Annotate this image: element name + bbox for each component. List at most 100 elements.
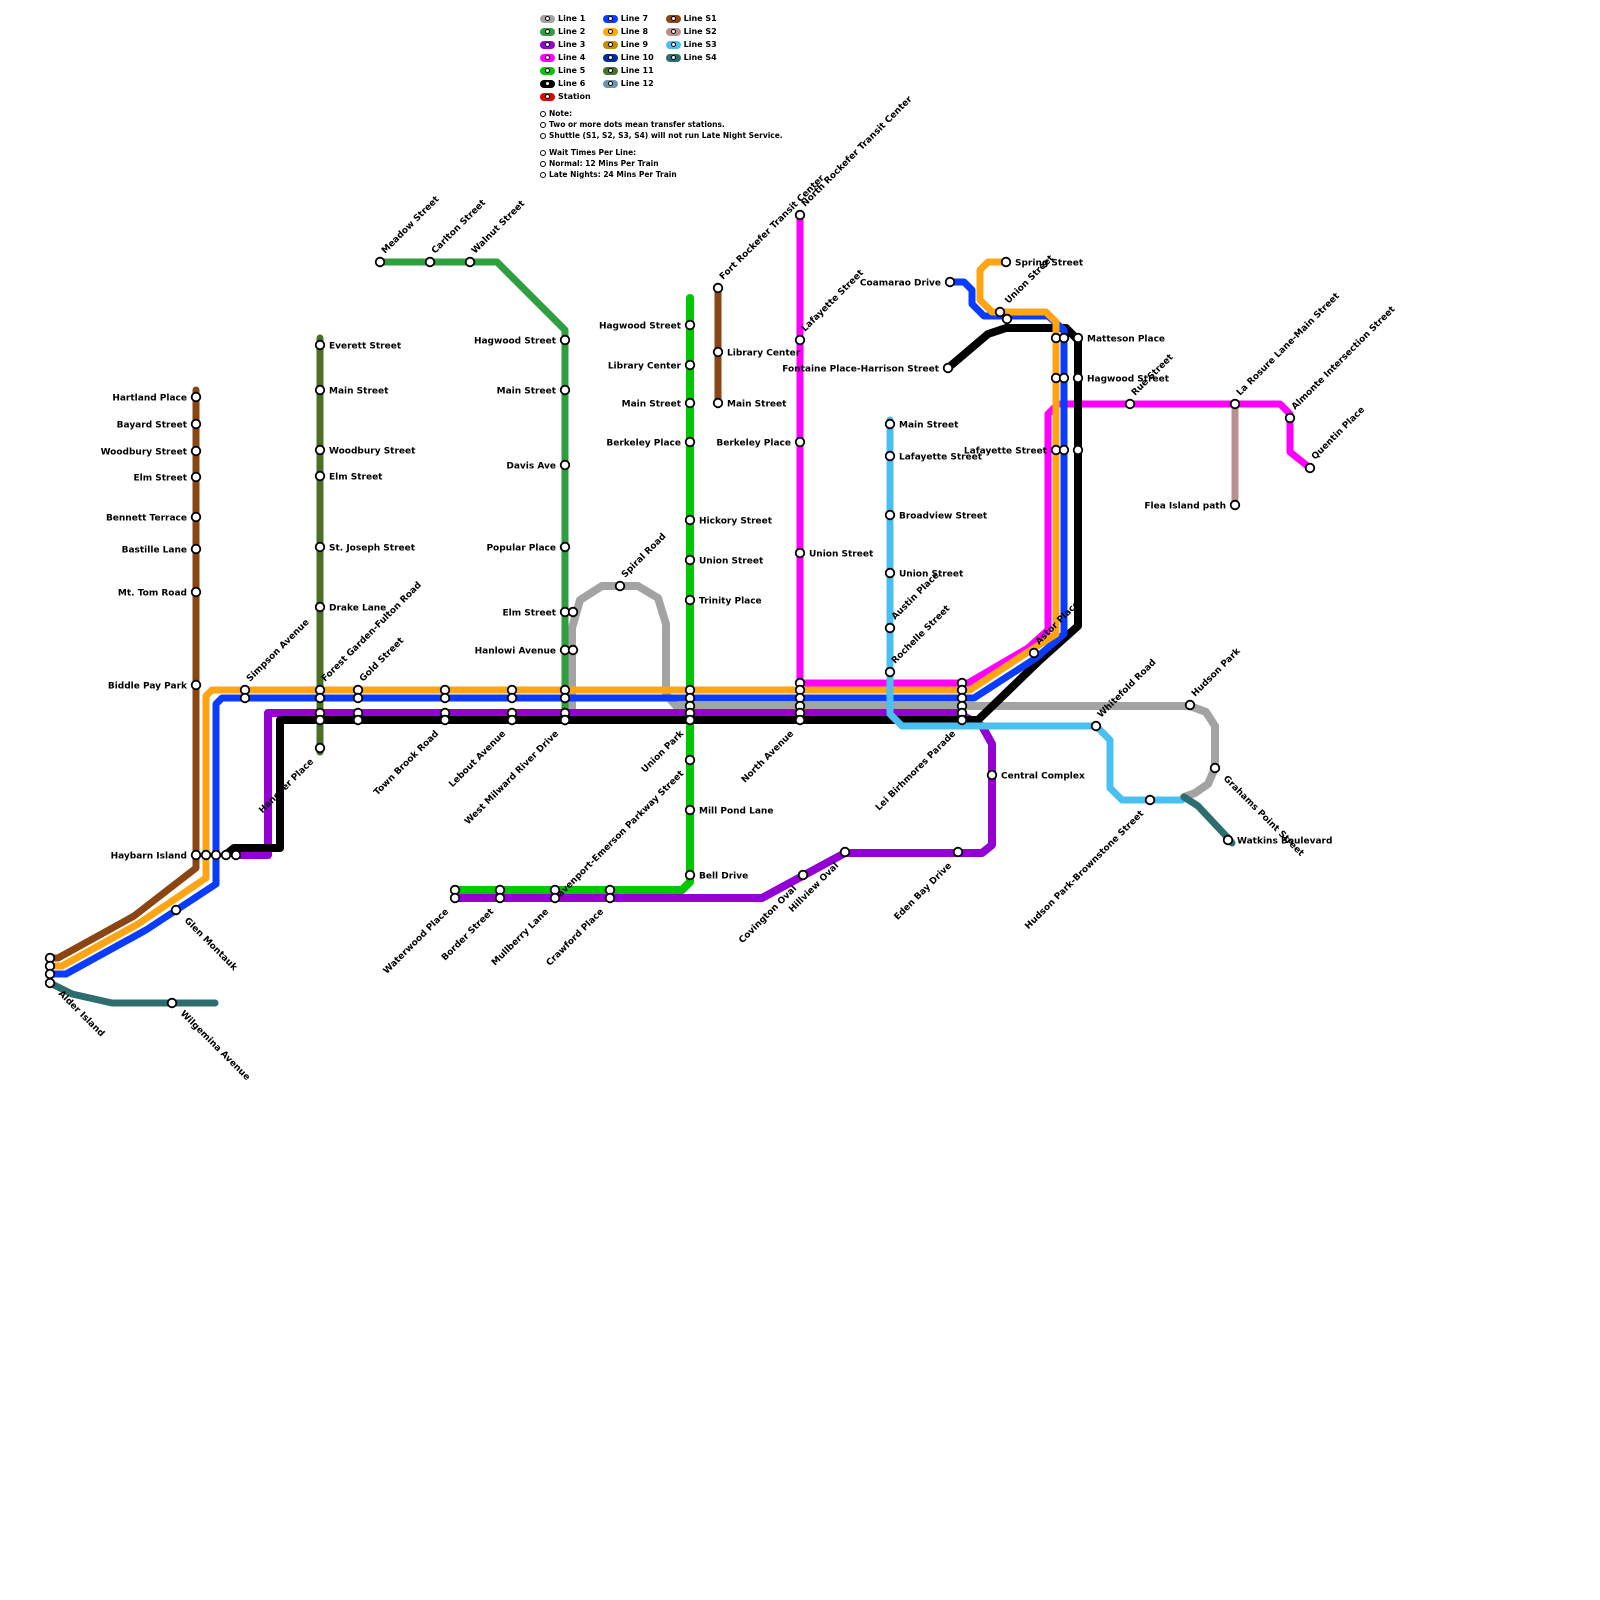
- station-dot: [1124, 398, 1136, 410]
- station-label: Main Street: [899, 421, 959, 431]
- station-dot: [884, 418, 896, 430]
- station-label: Union Street: [809, 550, 874, 560]
- station-label: Union Park: [640, 728, 687, 775]
- legend-item-line-s2: Line S2: [665, 27, 717, 36]
- legend-item-line-7: Line 7: [602, 14, 654, 23]
- station-label: Woodbury Street: [329, 447, 416, 457]
- station-label: St. Joseph Street: [329, 544, 416, 554]
- station-label: Spring Street: [1015, 259, 1084, 269]
- station-everett-street: Everett Street: [314, 339, 402, 352]
- station-dot: [190, 445, 202, 457]
- station-lafayette-street: Lafayette Street: [964, 444, 1084, 457]
- station-dot: [884, 666, 896, 678]
- station-town-brook-road: Town Brook Road: [372, 684, 451, 798]
- station-label: Fontaine Place-Harrison Street: [782, 365, 939, 375]
- station-label: Library Center: [727, 349, 801, 359]
- legend-item-line-10-label: Line 10: [620, 53, 654, 62]
- station-label: Main Street: [497, 387, 557, 397]
- station-dot: [352, 692, 364, 704]
- station-label: Popular Place: [486, 544, 556, 554]
- legend-item-line-12-label: Line 12: [620, 79, 654, 88]
- station-woodbury-street: Woodbury Street: [101, 445, 202, 458]
- station-davis-ave: Davis Ave: [506, 459, 571, 472]
- station-library-center: Library Center: [608, 359, 696, 372]
- legend-item-line-9-label: Line 9: [620, 40, 649, 49]
- station-label: West Milward River Drive: [463, 729, 561, 827]
- station-label: Davenport-Emerson Parkway Street: [550, 769, 686, 905]
- station-label: Main Street: [329, 387, 389, 397]
- station-waterwood-place: Waterwood Place: [382, 884, 461, 976]
- station-label: Woodbury Street: [101, 448, 188, 458]
- note-bullet-icon: [540, 149, 546, 156]
- station-dot: [1058, 332, 1070, 344]
- line-swatch-icon: [540, 92, 555, 101]
- station-dot: [684, 319, 696, 331]
- station-dot: [1072, 372, 1084, 384]
- station-dot: [956, 714, 968, 726]
- legend-item-line-11: Line 11: [602, 66, 654, 75]
- station-dot: [567, 606, 579, 618]
- station-label: Union Street: [899, 570, 964, 580]
- station-meadow-street: Meadow Street: [374, 194, 442, 268]
- station-dot: [200, 849, 212, 861]
- station-hudson-park-brownstone-street: Hudson Park-Brownstone Street: [1023, 794, 1156, 932]
- station-label: Spiral Road: [620, 532, 668, 580]
- legend-item-station-label: Station: [558, 92, 591, 101]
- station-dot: [884, 622, 896, 634]
- station-label: Mt. Tom Road: [118, 589, 187, 599]
- station-dot: [170, 904, 182, 916]
- station-watkins-boulevard: Watkins Boulevard: [1222, 834, 1332, 847]
- line-4: [796, 211, 1314, 687]
- notes-title-text: Note:: [549, 109, 573, 118]
- station-davenport-emerson-parkway-street: Davenport-Emerson Parkway Street: [550, 754, 696, 905]
- station-label: Elm Street: [503, 609, 557, 619]
- station-label: Hanlowi Avenue: [475, 647, 556, 657]
- station-elm-street: Elm Street: [314, 470, 383, 483]
- station-bastille-lane: Bastille Lane: [122, 543, 202, 556]
- station-dot-icon: [545, 42, 550, 47]
- station-label: Hagwood Street: [474, 337, 557, 347]
- station-broadview-street: Broadview Street: [884, 509, 988, 522]
- legend-item-line-6: Line 6: [540, 79, 591, 88]
- note-line: Shuttle (S1, S2, S3, S4) will not run La…: [540, 131, 783, 140]
- note-bullet-icon: [540, 121, 546, 128]
- station-dot: [1209, 762, 1221, 774]
- station-dot: [314, 384, 326, 396]
- station-dot: [464, 256, 476, 268]
- station-dot-icon: [545, 55, 550, 60]
- station-label: Bastille Lane: [122, 546, 187, 556]
- station-label: North Avenue: [740, 729, 796, 785]
- station-label: Hagwood Street: [1087, 375, 1170, 385]
- station-dot: [220, 849, 232, 861]
- line-swatch-icon: [665, 40, 681, 49]
- station-central-complex: Central Complex: [986, 769, 1085, 782]
- station-label: Wilgemina Avenue: [178, 1009, 252, 1083]
- station-dot: [449, 892, 461, 904]
- line-swatch-icon: [665, 27, 681, 36]
- station-dot: [684, 594, 696, 606]
- station-dot-icon: [545, 81, 550, 86]
- station-dot: [684, 754, 696, 766]
- station-dot: [794, 714, 806, 726]
- station-dot: [494, 892, 506, 904]
- station-label: Hudson Park: [1190, 646, 1243, 699]
- wait-title: Wait Times Per Line:: [540, 148, 783, 157]
- station-dot-icon: [670, 42, 676, 47]
- legend-item-line-s3: Line S3: [665, 40, 717, 49]
- station-label: Mullberry Lane: [490, 907, 551, 968]
- station-dot: [1184, 699, 1196, 711]
- station-label: Everett Street: [329, 342, 402, 352]
- station-matteson-place: Matteson Place: [1050, 332, 1165, 345]
- station-dot-icon: [607, 81, 613, 86]
- station-dot: [314, 692, 326, 704]
- station-label: Trinity Place: [699, 597, 762, 607]
- station-dot: [239, 692, 251, 704]
- station-dot: [952, 846, 964, 858]
- station-label: Main Street: [622, 400, 682, 410]
- station-dot: [794, 209, 806, 221]
- station-label: Coamarao Drive: [860, 279, 941, 289]
- station-label: Lebout Avenue: [447, 729, 508, 790]
- station-spiral-road: Spiral Road: [614, 532, 668, 592]
- station-label: Biddle Pay Park: [108, 682, 188, 692]
